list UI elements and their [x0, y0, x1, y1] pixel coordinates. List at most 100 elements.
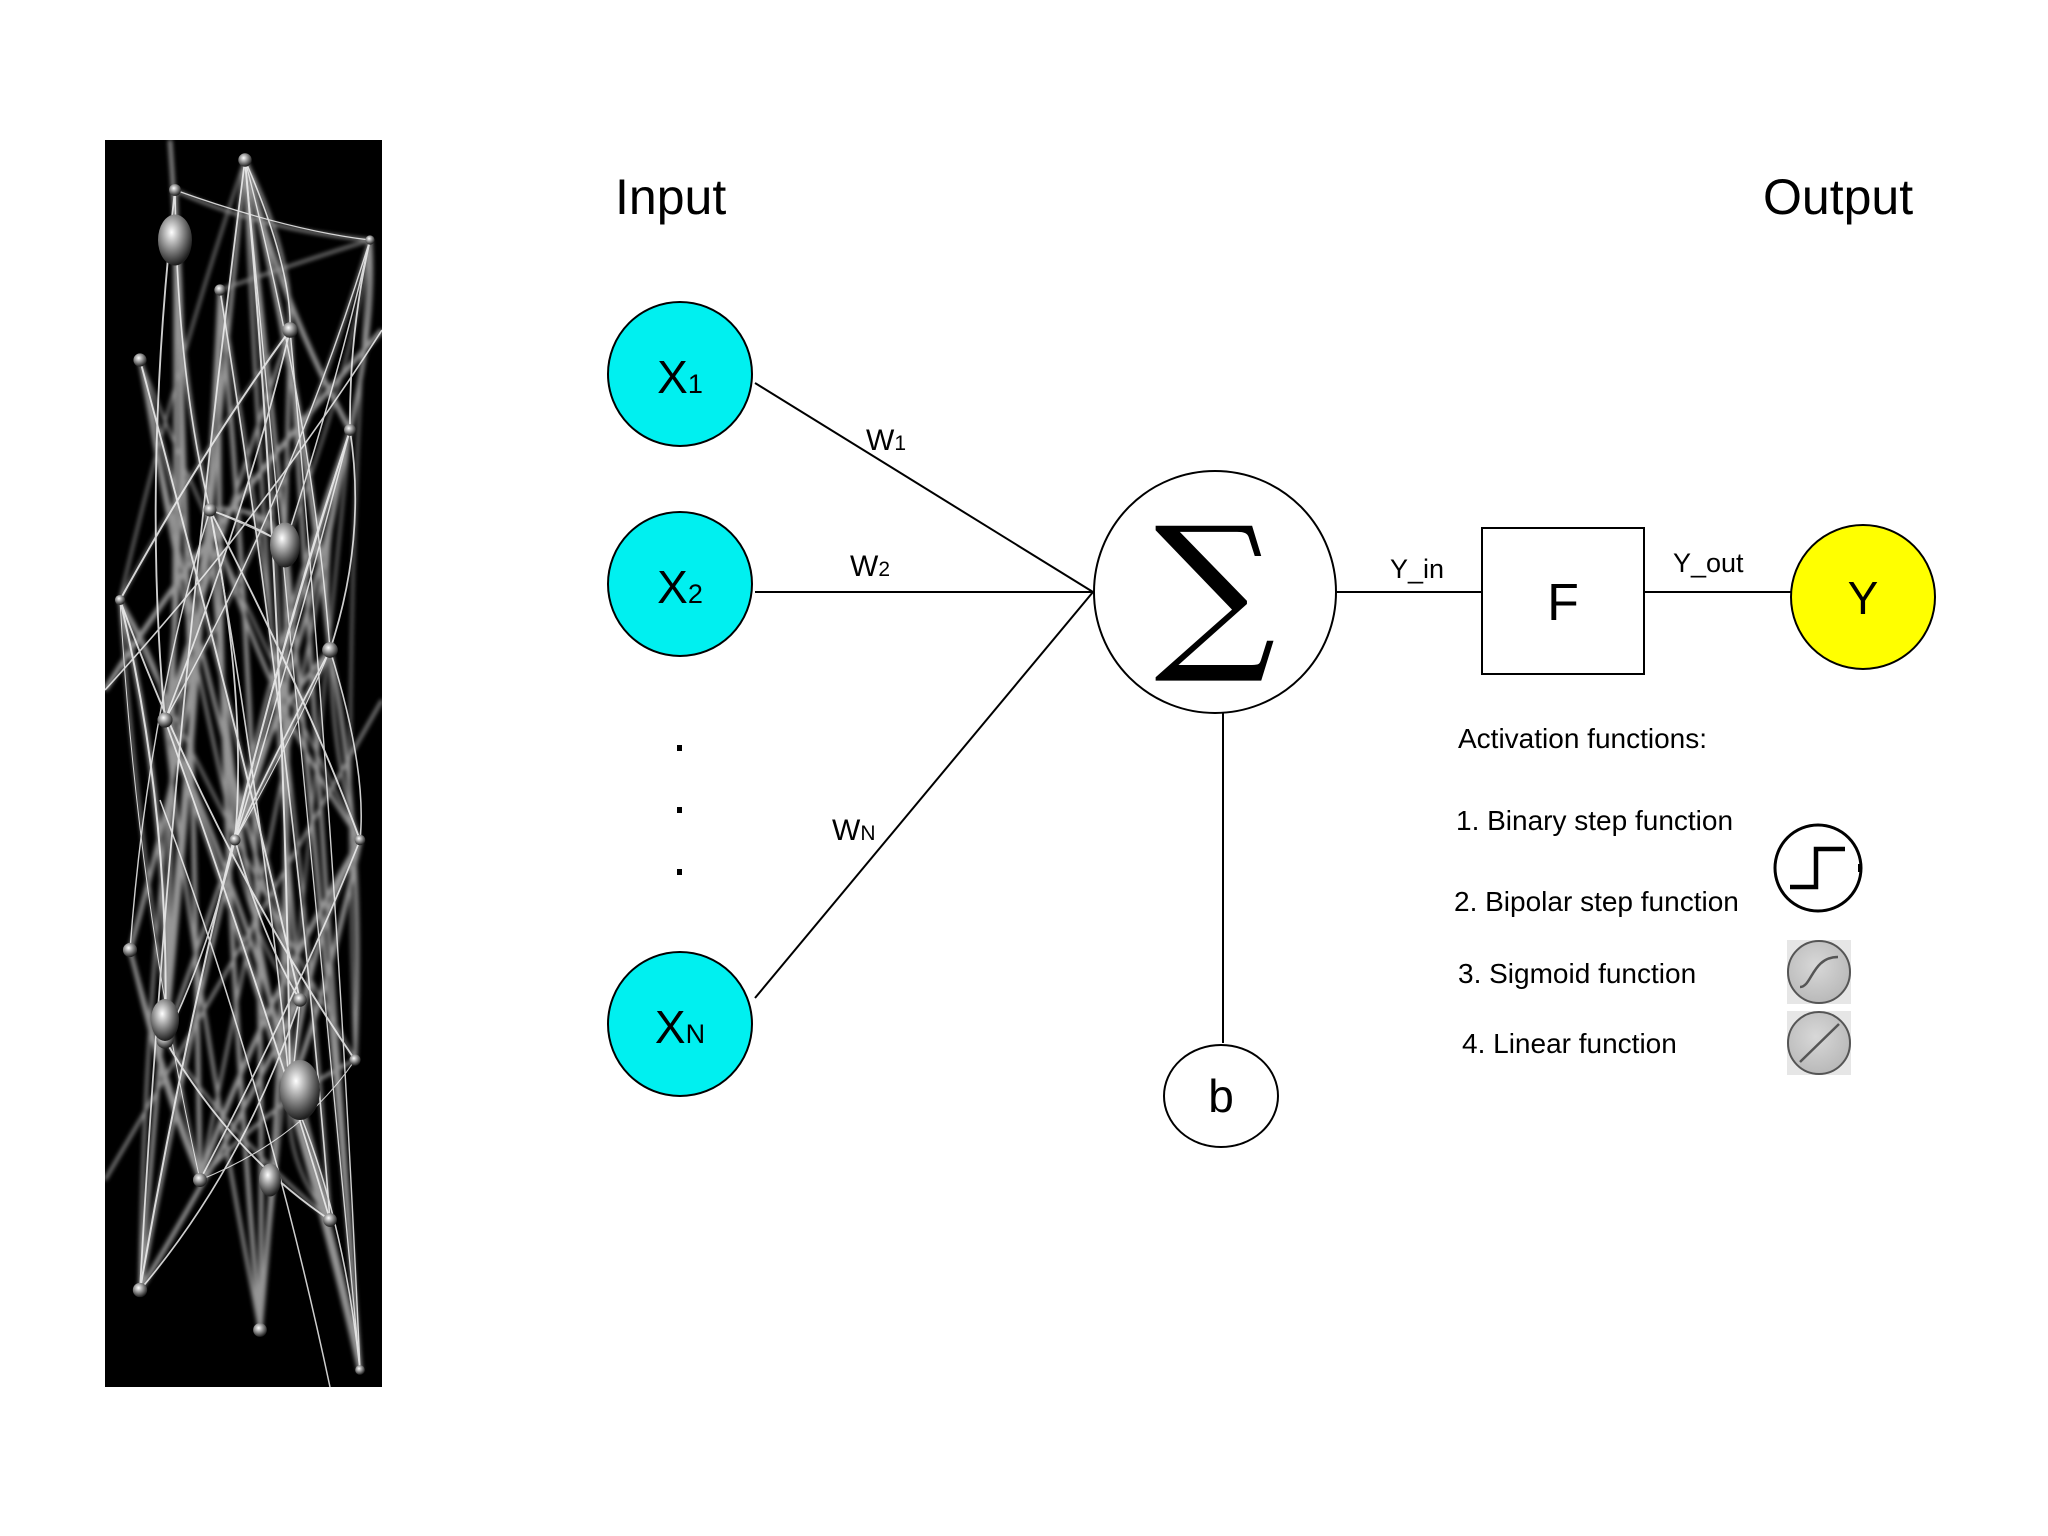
neuron-strand: [242, 159, 363, 1371]
y-in-label: Y_in: [1390, 554, 1444, 584]
neuron-strand: [164, 239, 371, 721]
input-node-1: X1: [607, 301, 753, 447]
neuron-cell-body: [259, 1163, 281, 1197]
weight-label-1-main: W: [866, 424, 895, 457]
input-node-2: X2: [607, 511, 753, 657]
activation-item-1: 1. Binary step function: [1456, 805, 1733, 836]
y-out-label: Y_out: [1673, 548, 1744, 578]
neuron-strand: [347, 239, 374, 431]
activation-functions-title: Activation functions:: [1458, 723, 1707, 754]
neuron-strand: [138, 359, 302, 1001]
output-node-label: Y: [1848, 572, 1879, 624]
neuron-cell-body: [158, 214, 192, 266]
neuron-strand: [258, 429, 352, 1331]
weight-label-1-sub: 1: [894, 432, 906, 455]
neuron-strand: [105, 329, 382, 691]
neuron-strand: [216, 289, 263, 1331]
neuron-strand: [234, 649, 331, 841]
neuron-node: [132, 1282, 148, 1298]
activation-box-label: F: [1547, 574, 1579, 632]
neuron-node: [354, 834, 366, 846]
sigma-symbol: ∑: [1154, 491, 1275, 689]
neuron-strand: [209, 509, 291, 1091]
activation-function-box: F: [1481, 527, 1645, 675]
neuron-strand: [164, 719, 331, 1221]
neuron-strand: [139, 159, 246, 1291]
neuron-strand: [329, 649, 362, 841]
input-node-1-sub: 1: [688, 369, 703, 399]
weight-label-n-main: W: [832, 814, 861, 847]
neuron-node: [203, 503, 217, 517]
neuron-strand: [234, 839, 301, 1001]
neuron-strand: [174, 189, 371, 241]
neuron-cell-body: [280, 1060, 320, 1120]
neuron-node: [169, 184, 181, 196]
sigmoid-curve-icon: [1787, 940, 1851, 1004]
weight-line-1: [754, 382, 1094, 593]
neuron-node: [344, 424, 356, 436]
neuron-cell-body: [151, 999, 179, 1041]
neuron-node: [322, 642, 338, 658]
neuron-node: [114, 594, 126, 606]
neuron-strand: [329, 429, 357, 651]
neuron-strand: [127, 949, 203, 1181]
neuron-strand: [234, 429, 351, 841]
svg-text:X2: X2: [657, 561, 703, 613]
neuron-node: [238, 153, 252, 167]
neuron-strand: [139, 359, 301, 1001]
weight-label-2-main: W: [850, 550, 879, 583]
svg-text:XN: XN: [655, 1001, 705, 1053]
step-function-icon: [1773, 823, 1863, 913]
neuron-node: [133, 353, 147, 367]
bias-label: b: [1208, 1070, 1234, 1122]
neuron-strand: [349, 239, 371, 431]
neuron-strand: [234, 649, 331, 841]
neuron-strand: [244, 159, 291, 331]
activation-item-2: 2. Bipolar step function: [1454, 886, 1739, 917]
input-node-n-sub: N: [686, 1019, 706, 1049]
neuron-strand: [244, 159, 331, 651]
neuron-strand: [154, 189, 176, 721]
neuron-strands-highlight: [105, 159, 382, 1387]
input-node-n-main: X: [655, 1001, 686, 1053]
weight-label-2-sub: 2: [878, 558, 890, 581]
neuron-somas: [114, 153, 375, 1375]
bias-node: b: [1163, 1044, 1279, 1148]
neuron-node: [229, 834, 241, 846]
activation-item-3: 3. Sigmoid function: [1458, 958, 1696, 989]
neuron-strand: [118, 159, 247, 601]
neuron-strand: [119, 599, 356, 1061]
weight-label-n-sub: N: [860, 822, 875, 845]
svg-text:X1: X1: [657, 351, 703, 403]
neuron-cell-body: [270, 522, 300, 568]
input-node-2-main: X: [657, 561, 688, 613]
svg-text:W1: W1: [866, 424, 906, 457]
neuron-node: [323, 1213, 337, 1227]
neuron-strand: [159, 799, 331, 1387]
activation-functions-legend: Activation functions: 1. Binary step fun…: [1454, 723, 1739, 1059]
neuron-strand: [119, 599, 201, 1181]
neuron-node: [349, 1054, 361, 1066]
neuron-strand: [209, 509, 361, 841]
neuron-strand: [284, 239, 371, 546]
neuron-node: [214, 284, 226, 296]
svg-text:WN: WN: [832, 814, 876, 847]
activation-item-4: 4. Linear function: [1462, 1028, 1677, 1059]
neuron-node: [192, 1172, 208, 1188]
summation-node: ∑: [1093, 470, 1337, 714]
neuron-strand: [243, 159, 302, 1001]
neuron-node: [253, 1323, 267, 1337]
neuron-strand: [137, 429, 352, 1291]
neuron-strand: [219, 238, 371, 292]
svg-text:W2: W2: [850, 550, 890, 583]
weight-line-n: [754, 591, 1094, 999]
neuron-strand: [139, 429, 351, 1291]
input-heading: Input: [615, 169, 726, 225]
neuron-node: [122, 942, 138, 958]
output-heading: Output: [1763, 169, 1913, 225]
neural-network-image: [105, 140, 382, 1387]
neuron-strand: [197, 838, 363, 1181]
ellipsis-dots: [677, 745, 682, 875]
neuron-node: [157, 712, 173, 728]
